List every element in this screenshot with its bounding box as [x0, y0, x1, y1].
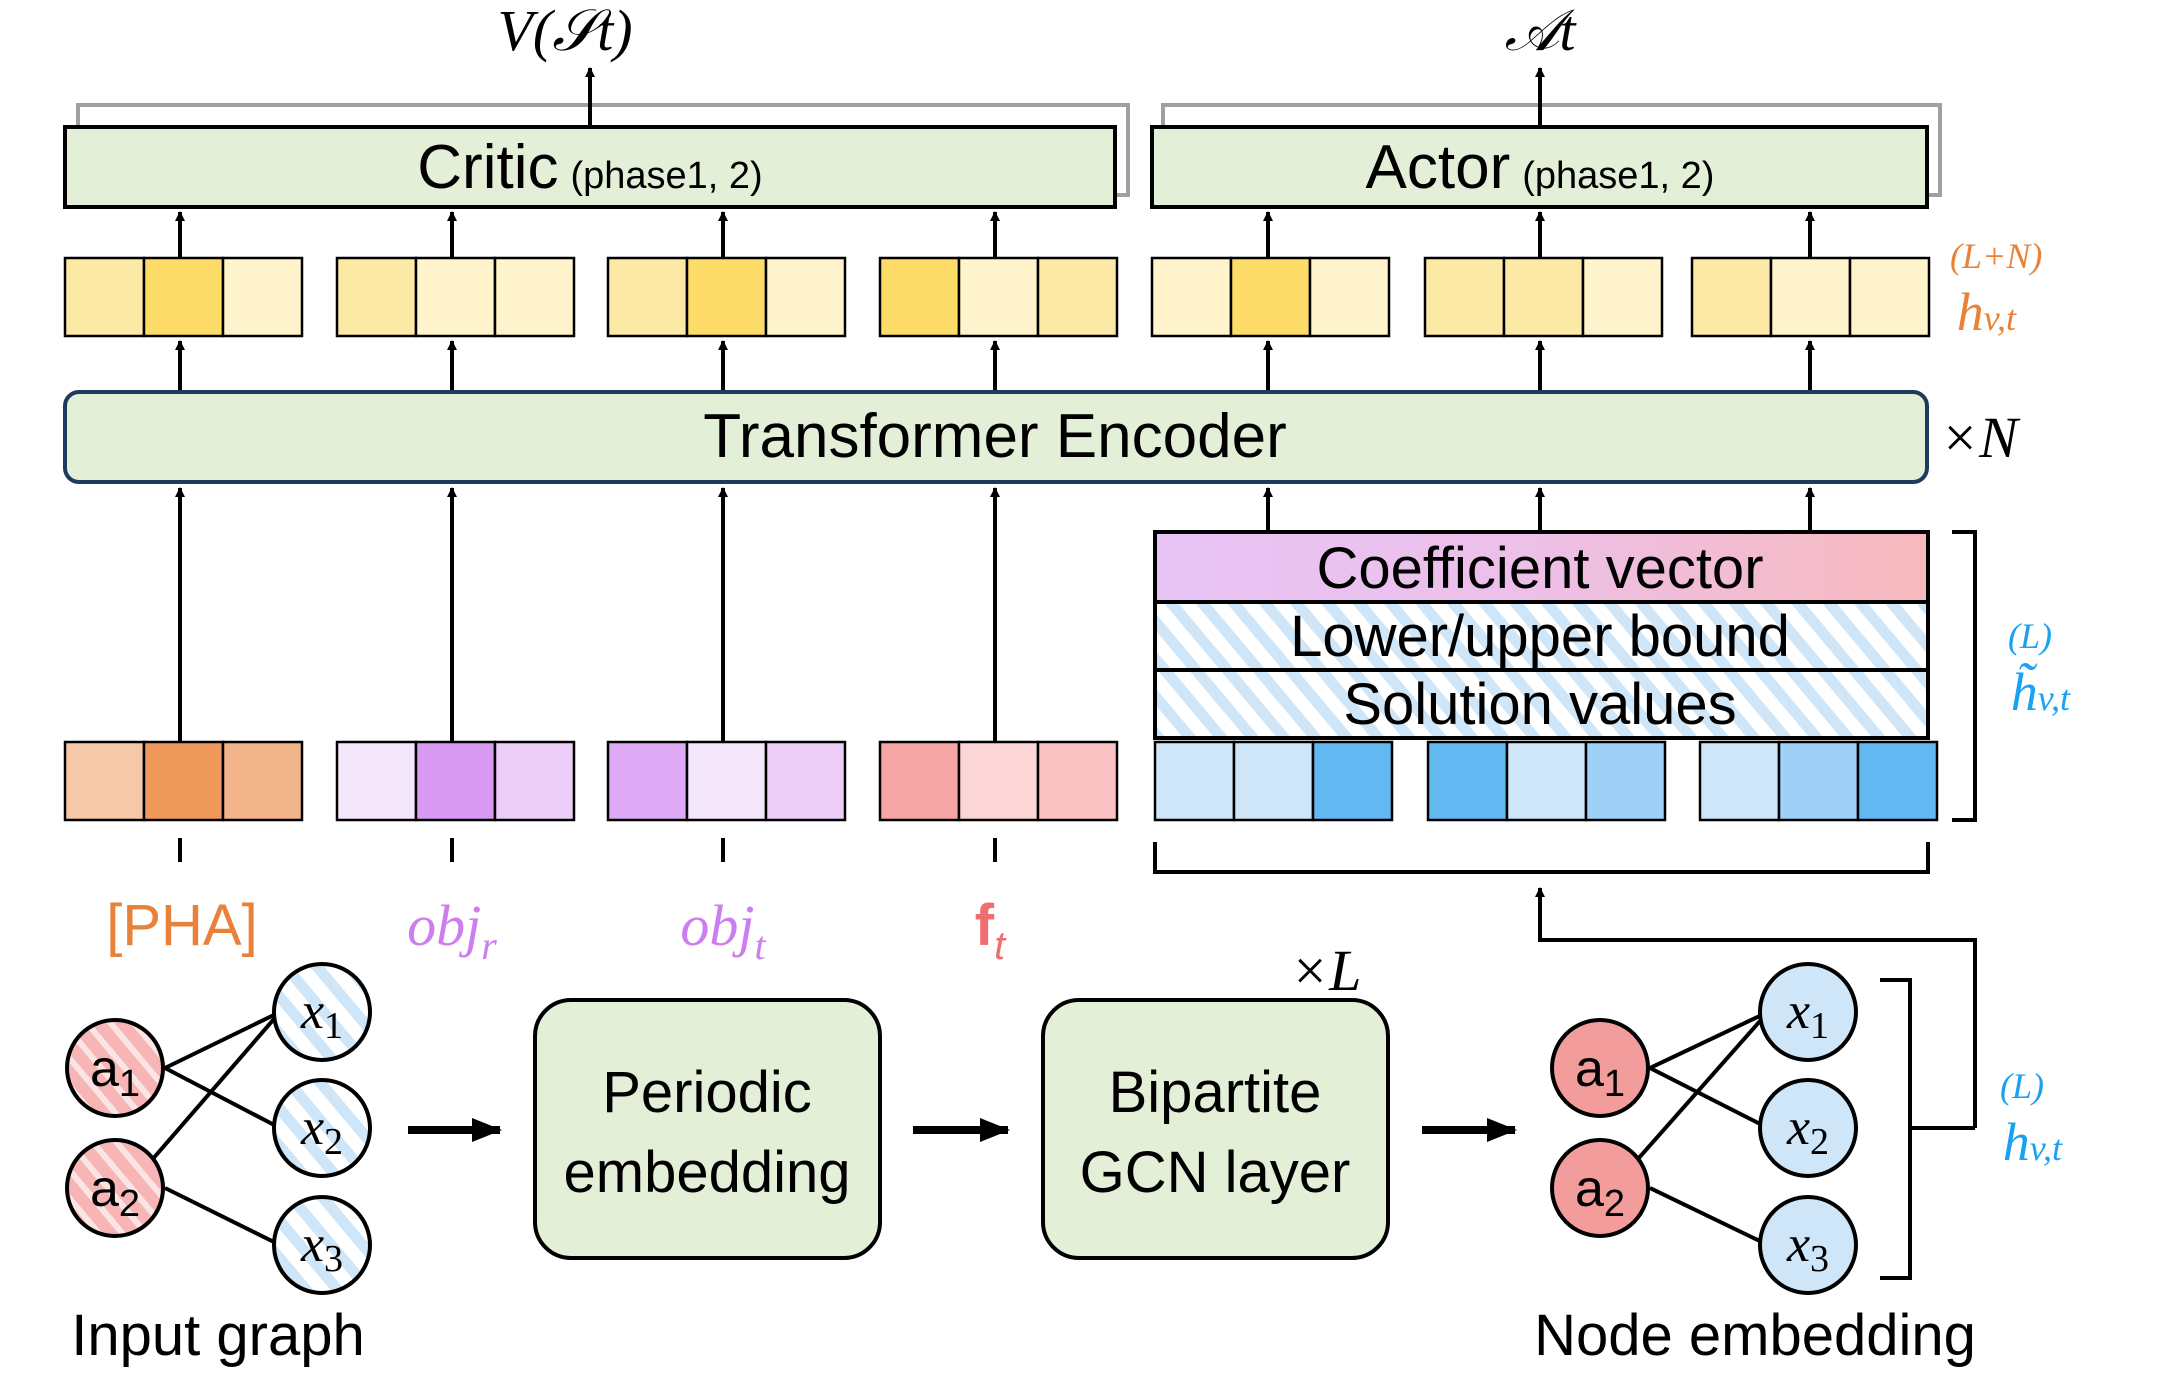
hidden-top-label: hv,t(L+N) — [1950, 236, 2042, 342]
node-x1 — [1758, 962, 1858, 1062]
bipartite-gcn-line2: GCN layer — [1080, 1140, 1351, 1205]
token-dashes — [178, 838, 997, 862]
arrows-encoder-to-vectors — [175, 340, 1815, 392]
actor-box — [1150, 125, 1929, 209]
solution-values-label: Solution values — [1343, 672, 1736, 737]
input-graph: a1 a2 x1 x2 x3 — [65, 962, 372, 1295]
tilde-h-bracket — [1952, 530, 1977, 822]
token-vectors — [63, 740, 1119, 822]
input-node-x3 — [272, 1195, 372, 1295]
node-a1 — [1550, 1018, 1650, 1118]
bipartite-gcn-line1: Bipartite — [1109, 1060, 1322, 1125]
input-node-x2 — [272, 1078, 372, 1178]
coefficient-vector-row — [1153, 530, 1930, 604]
critic-feedback-line — [76, 103, 1130, 197]
node-x3 — [1758, 1195, 1858, 1295]
input-node-a1 — [65, 1018, 165, 1118]
pha-token-label: [PHA] — [106, 893, 258, 958]
obj-r-token-label: objr — [407, 893, 497, 968]
gcn-repeat-label: ×L — [1290, 938, 1361, 1003]
actor-feedback-line — [1161, 103, 1942, 197]
periodic-embedding-line2: embedding — [564, 1140, 851, 1205]
critic-box — [63, 125, 1117, 209]
periodic-embedding-line1: Periodic — [602, 1060, 812, 1125]
node-x2 — [1758, 1078, 1858, 1178]
obj-t-token-label: objt — [680, 893, 766, 968]
svg-text:a1: a1 — [1575, 1040, 1625, 1105]
node-vector-brace — [1153, 842, 1930, 874]
svg-text:x3: x3 — [1786, 1216, 1829, 1280]
svg-text:a1: a1 — [90, 1040, 140, 1105]
node-a2 — [1550, 1138, 1650, 1238]
bipartite-gcn-box — [1041, 998, 1390, 1260]
arrows-tokens-to-encoder — [175, 487, 1815, 742]
coefficient-vector-label: Coefficient vector — [1316, 536, 1763, 601]
critic-value-label: V(𝒮t) — [497, 0, 632, 63]
svg-text:x1: x1 — [1786, 983, 1829, 1047]
input-node-x1 — [272, 962, 372, 1062]
tilde-h-label: h̃v,t(L) — [2008, 616, 2071, 722]
actor-text: Actor(phase1, 2) — [1366, 133, 1715, 202]
svg-text:x2: x2 — [1786, 1099, 1829, 1163]
node-embedding-feedback-arrow — [1535, 887, 1977, 1128]
arrows-to-heads — [175, 211, 1815, 258]
periodic-embedding-box — [533, 998, 882, 1260]
critic-text: Critic(phase1, 2) — [417, 133, 762, 202]
transformer-encoder-box — [63, 390, 1929, 484]
svg-text:x3: x3 — [300, 1216, 343, 1280]
svg-text:a2: a2 — [90, 1160, 140, 1225]
hidden-l-label: hv,t(L) — [2000, 1066, 2063, 1172]
node-embedding-bracket — [1880, 978, 1912, 1280]
svg-text:x1: x1 — [300, 983, 343, 1047]
node-embedding-graph: a1 a2 x1 x2 x3 — [1550, 962, 1858, 1295]
svg-text:x2: x2 — [300, 1099, 343, 1163]
encoder-repeat-label: ×N — [1940, 405, 2021, 470]
f-t-token-label: ft — [975, 893, 1007, 968]
svg-text:a2: a2 — [1575, 1160, 1625, 1225]
node-embedding-label: Node embedding — [1534, 1303, 1976, 1368]
transformer-encoder-label: Transformer Encoder — [703, 402, 1286, 471]
solution-values-row — [1153, 668, 1930, 740]
input-graph-label: Input graph — [71, 1303, 364, 1368]
input-node-a2 — [65, 1138, 165, 1238]
top-hidden-vectors — [63, 256, 1931, 338]
bounds-label: Lower/upper bound — [1290, 604, 1790, 669]
actor-action-label: 𝒜t — [1505, 0, 1578, 63]
node-vectors — [1153, 740, 1939, 822]
bounds-row — [1153, 600, 1930, 672]
